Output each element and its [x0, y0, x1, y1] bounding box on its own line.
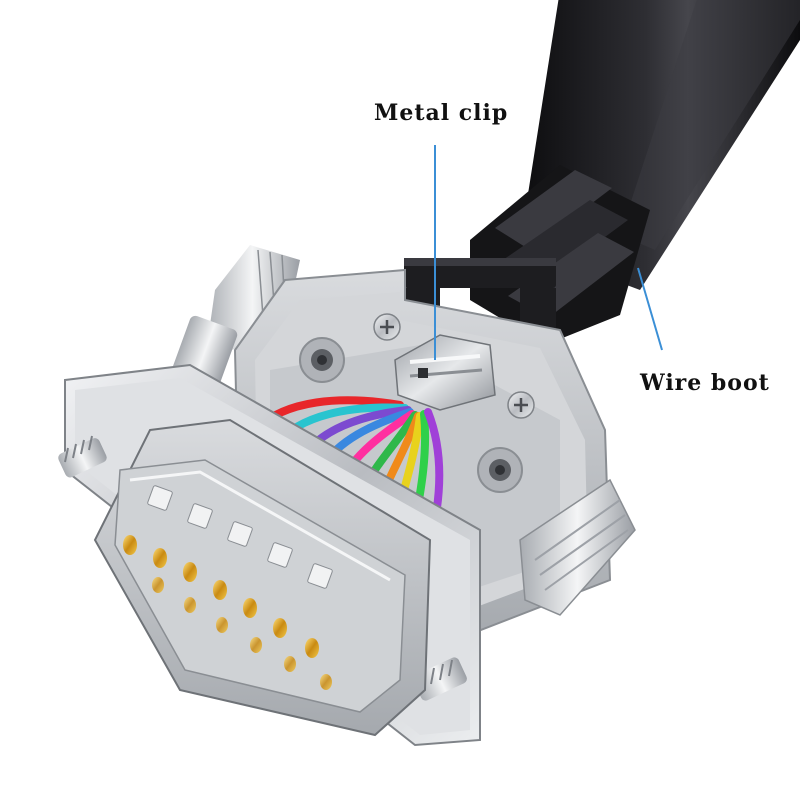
screw-icon: [373, 313, 401, 341]
thumb-screw-icon: [519, 478, 636, 616]
metal-clip: [394, 334, 496, 411]
wire-boot-label: Wire boot: [640, 370, 770, 396]
gold-pins: [123, 535, 332, 690]
dsub-shell: [93, 418, 432, 737]
screw-icon: [507, 391, 535, 419]
hex-nut-icon: [477, 447, 523, 493]
callout-lines: [434, 145, 663, 360]
hex-nut-icon: [299, 337, 345, 383]
contact-windows: [147, 485, 333, 589]
metal-clip-label: Metal clip: [374, 100, 509, 126]
thumb-screw-icon: [58, 435, 107, 478]
wire-boot-leader-line: [637, 267, 663, 351]
